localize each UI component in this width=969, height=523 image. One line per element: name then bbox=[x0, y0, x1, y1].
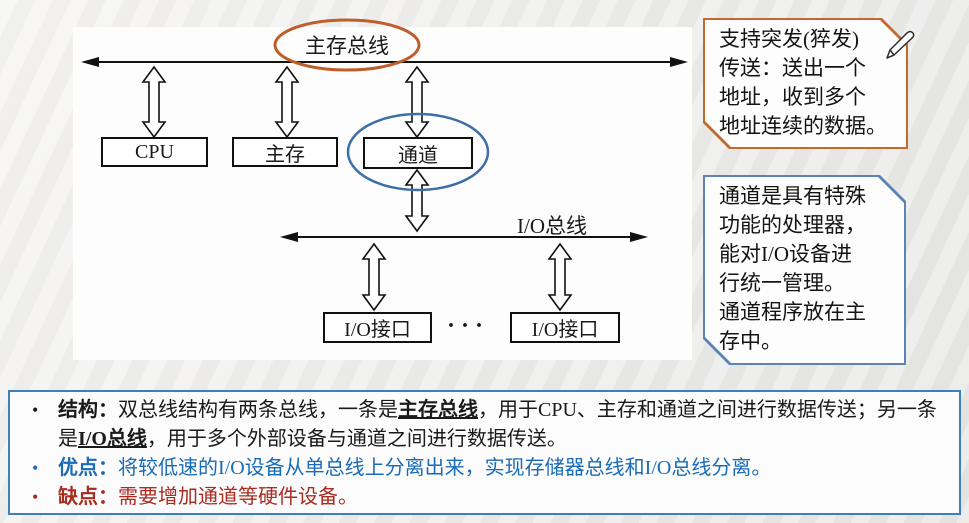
cpu-bus-arrow bbox=[141, 65, 167, 139]
channel-note-line: 功能的处理器， bbox=[719, 213, 866, 237]
channel-highlight-ellipse bbox=[346, 112, 490, 192]
main-bus-highlight-ellipse bbox=[273, 18, 421, 72]
channel-note-line: 通道是具有特殊 bbox=[719, 184, 866, 208]
advantage-bullet: • 优点：将较低速的I/O设备从单总线上分离出来，实现存储器总线和I/O总线分离… bbox=[10, 454, 959, 483]
ellipsis-dots: ··· bbox=[447, 313, 490, 339]
main-bus-emphasis: 主存总线 bbox=[398, 399, 478, 421]
structure-label: 结构： bbox=[58, 399, 118, 421]
channel-note-line: 存中。 bbox=[719, 329, 782, 353]
pencil-icon bbox=[886, 30, 915, 59]
memory-bus-arrow bbox=[274, 65, 300, 139]
structure-text: 结构：双总线结构有两条总线，一条是主存总线，用于CPU、主存和通道之间进行数据传… bbox=[58, 396, 959, 454]
io-bus-line bbox=[280, 232, 648, 242]
io-bus-emphasis: I/O总线 bbox=[78, 428, 147, 450]
burst-note-line: 地址，收到多个 bbox=[719, 85, 866, 109]
io-bus-label: I/O总线 bbox=[517, 214, 587, 238]
channel-box: 通道 bbox=[363, 137, 473, 169]
io-right-arrow bbox=[547, 242, 573, 312]
disadvantage-text: 缺点：需要增加通道等硬件设备。 bbox=[58, 483, 959, 512]
advantage-label: 优点： bbox=[58, 457, 118, 479]
structure-text-1: 双总线结构有两条总线，一条是 bbox=[118, 399, 398, 421]
channel-note-fill bbox=[705, 177, 904, 363]
bullet-dot: • bbox=[32, 458, 39, 478]
burst-note-line: 支持突发(猝发) bbox=[719, 27, 859, 51]
channel-note-line: 行统一管理。 bbox=[719, 271, 845, 295]
structure-text-2: ，用于CPU、主存和通道之间进行数据传送；另一条是 bbox=[58, 399, 937, 450]
cpu-box: CPU bbox=[101, 137, 208, 167]
diagram-panel: 主存总线 I/O总线 CPU 主存 通道 I/O接口 I/O接口 ··· bbox=[73, 18, 692, 360]
channel-note-callout: 通道是具有特殊 功能的处理器， 能对I/O设备进 行统一管理。 通道程序放在主 … bbox=[703, 175, 906, 365]
memory-box: 主存 bbox=[232, 137, 338, 167]
main-bus-label: 主存总线 bbox=[305, 34, 389, 58]
io-interface-right-box: I/O接口 bbox=[510, 312, 620, 343]
burst-note-text: 支持突发(猝发) 传送：送出一个 地址，收到多个 地址连续的数据。 bbox=[719, 25, 900, 141]
diagram-canvas bbox=[81, 18, 688, 312]
channel-iobus-arrow bbox=[404, 168, 430, 233]
disadvantage-label: 缺点： bbox=[58, 486, 118, 508]
notes-box: • 结构：双总线结构有两条总线，一条是主存总线，用于CPU、主存和通道之间进行数… bbox=[8, 390, 961, 515]
bullet-dot: • bbox=[32, 400, 39, 420]
structure-bullet: • 结构：双总线结构有两条总线，一条是主存总线，用于CPU、主存和通道之间进行数… bbox=[10, 396, 959, 454]
structure-text-3: ，用于多个外部设备与通道之间进行数据传送。 bbox=[146, 428, 567, 450]
main-bus-line bbox=[81, 57, 688, 67]
channel-mainbus-arrow bbox=[404, 65, 430, 139]
bullet-dot: • bbox=[32, 487, 39, 507]
burst-note-callout: 支持突发(猝发) 传送：送出一个 地址，收到多个 地址连续的数据。 bbox=[703, 18, 908, 149]
disadvantage-bullet: • 缺点：需要增加通道等硬件设备。 bbox=[10, 483, 959, 512]
io-left-arrow bbox=[361, 242, 387, 312]
burst-note-line: 传送：送出一个 bbox=[719, 56, 866, 80]
burst-note-line: 地址连续的数据。 bbox=[719, 114, 887, 138]
burst-note-fill bbox=[705, 20, 906, 147]
channel-note-line: 能对I/O设备进 bbox=[719, 242, 852, 266]
channel-note-line: 通道程序放在主 bbox=[719, 300, 866, 324]
channel-note-text: 通道是具有特殊 功能的处理器， 能对I/O设备进 行统一管理。 通道程序放在主 … bbox=[719, 182, 898, 356]
disadvantage-body: 需要增加通道等硬件设备。 bbox=[118, 486, 358, 508]
advantage-text: 优点：将较低速的I/O设备从单总线上分离出来，实现存储器总线和I/O总线分离。 bbox=[58, 454, 959, 483]
io-interface-left-box: I/O接口 bbox=[323, 312, 432, 343]
advantage-body: 将较低速的I/O设备从单总线上分离出来，实现存储器总线和I/O总线分离。 bbox=[118, 457, 772, 479]
